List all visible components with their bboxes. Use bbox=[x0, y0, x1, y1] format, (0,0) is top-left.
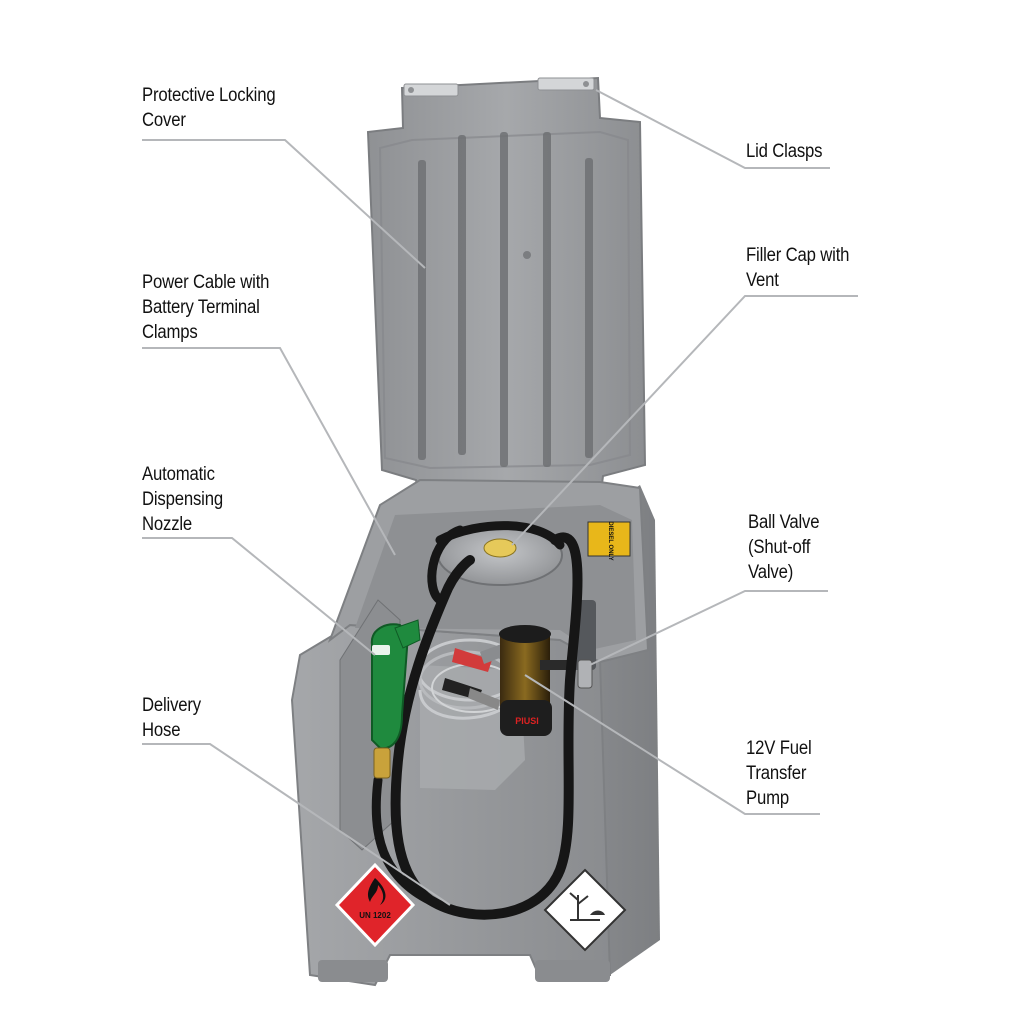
leader-filler-cap bbox=[511, 295, 858, 546]
dispensing-nozzle bbox=[370, 619, 421, 779]
label-line: Nozzle bbox=[142, 514, 193, 535]
label-filler-cap: Filler Cap with Vent bbox=[746, 243, 849, 293]
diesel-sticker: DIESEL ONLY bbox=[587, 521, 631, 561]
label-dispensing-nozzle: Automatic Dispensing Nozzle bbox=[142, 462, 223, 537]
leader-protective-cover bbox=[142, 139, 426, 269]
environmental-hazard-sign bbox=[543, 868, 627, 952]
leader-ball-valve bbox=[589, 590, 828, 666]
label-line: Dispensing bbox=[142, 489, 223, 510]
label-line: Clamps bbox=[142, 322, 198, 343]
diesel-sticker-text: DIESEL ONLY bbox=[607, 521, 613, 560]
label-protective-locking-cover: Protective Locking Cover bbox=[142, 83, 276, 133]
label-line: Lid Clasps bbox=[746, 141, 823, 162]
flammable-hazard-sign: UN 1202 bbox=[334, 862, 416, 948]
label-delivery-hose: Delivery Hose bbox=[142, 693, 201, 743]
leader-pump bbox=[524, 674, 820, 815]
label-line: Ball Valve bbox=[748, 512, 820, 533]
lid-clasps bbox=[403, 77, 595, 97]
delivery-hose bbox=[371, 521, 583, 920]
label-ball-valve: Ball Valve (Shut-off Valve) bbox=[748, 510, 820, 585]
label-line: 12V Fuel bbox=[746, 738, 812, 759]
fuel-transfer-pump: PIUSI bbox=[499, 625, 570, 736]
label-line: Transfer bbox=[746, 763, 807, 784]
label-line: (Shut-off bbox=[748, 537, 811, 558]
protective-locking-cover bbox=[366, 76, 647, 504]
leader-power-cable bbox=[142, 347, 396, 556]
label-line: Valve) bbox=[748, 562, 794, 583]
label-line: Vent bbox=[746, 270, 779, 291]
label-power-cable: Power Cable with Battery Terminal Clamps bbox=[142, 270, 269, 345]
leader-lines bbox=[142, 89, 858, 906]
label-line: Protective Locking bbox=[142, 85, 276, 106]
label-line: Battery Terminal bbox=[142, 297, 260, 318]
leader-delivery-hose bbox=[142, 743, 451, 906]
label-line: Delivery bbox=[142, 695, 201, 716]
pump-brand-text: PIUSI bbox=[515, 716, 539, 726]
un-number-text: UN 1202 bbox=[359, 911, 391, 920]
label-lid-clasps: Lid Clasps bbox=[746, 139, 822, 164]
label-fuel-transfer-pump: 12V Fuel Transfer Pump bbox=[746, 736, 812, 811]
label-line: Filler Cap with bbox=[746, 245, 850, 266]
label-line: Cover bbox=[142, 110, 186, 131]
leader-lid-clasps bbox=[595, 89, 830, 169]
leader-nozzle bbox=[142, 537, 376, 656]
label-line: Power Cable with bbox=[142, 272, 270, 293]
label-line: Hose bbox=[142, 720, 181, 741]
label-line: Automatic bbox=[142, 464, 215, 485]
label-line: Pump bbox=[746, 788, 789, 809]
